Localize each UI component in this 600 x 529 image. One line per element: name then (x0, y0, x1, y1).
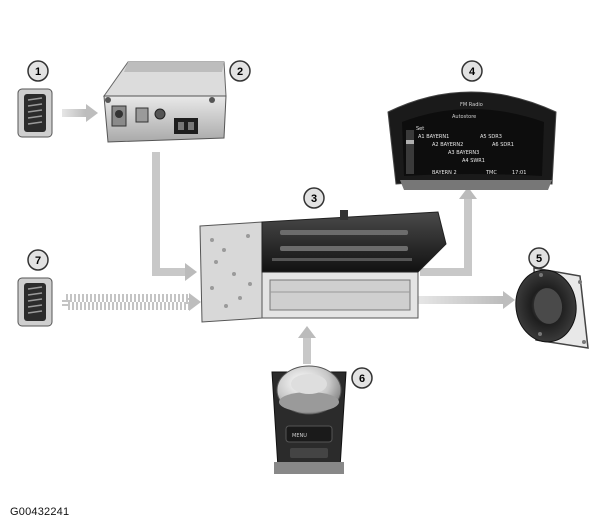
callout-badge-3: 3 (303, 187, 325, 209)
status-tmc: TMC (485, 170, 497, 176)
screen-header: FM Radio (460, 102, 483, 108)
arrow-antenna-to-tuner (62, 104, 98, 122)
svg-text:1: 1 (35, 66, 41, 78)
antenna-module-1 (17, 88, 53, 138)
head-unit (199, 210, 447, 323)
station-a3: A3 BAYERN3 (448, 150, 479, 156)
svg-text:4: 4 (469, 66, 476, 78)
figure-id: G00432241 (10, 506, 70, 518)
callout-badge-5: 5 (528, 247, 550, 269)
screen-subheader: Autostore (452, 114, 476, 120)
station-a2: A2 BAYERN2 (432, 142, 463, 148)
station-a6: A6 SDR1 (492, 142, 514, 148)
callout-badge-2: 2 (229, 60, 251, 82)
svg-text:6: 6 (359, 373, 365, 385)
svg-text:7: 7 (35, 255, 41, 267)
callout-badge-7: 7 (27, 249, 49, 271)
tuner-box (103, 61, 227, 143)
station-a1: A1 BAYERN1 (418, 134, 449, 140)
arrow-tuner-to-headunit (152, 152, 197, 281)
central-display (387, 91, 557, 190)
svg-text:3: 3 (311, 193, 317, 205)
idrive-controller: MENU (271, 365, 347, 474)
arrow-controller-to-headunit (298, 326, 316, 364)
status-station: BAYERN 2 (432, 170, 457, 176)
arrow-headunit-to-speaker (418, 291, 515, 309)
callout-badge-1: 1 (27, 60, 49, 82)
callout-badge-6: 6 (351, 367, 373, 389)
status-clock: 17:01 (512, 170, 526, 176)
screen-set-label: Set (416, 126, 424, 132)
station-a5: A5 SDR3 (480, 134, 502, 140)
loudspeaker (515, 267, 589, 349)
arrow-headunit-to-display (420, 187, 477, 276)
menu-button-label: MENU (292, 433, 307, 439)
station-a4: A4 SWR1 (462, 158, 485, 164)
arrow-antenna2-to-headunit (62, 293, 201, 311)
svg-text:5: 5 (536, 253, 542, 265)
svg-text:2: 2 (237, 66, 243, 78)
callout-badge-4: 4 (461, 60, 483, 82)
antenna-module-7 (17, 277, 53, 327)
